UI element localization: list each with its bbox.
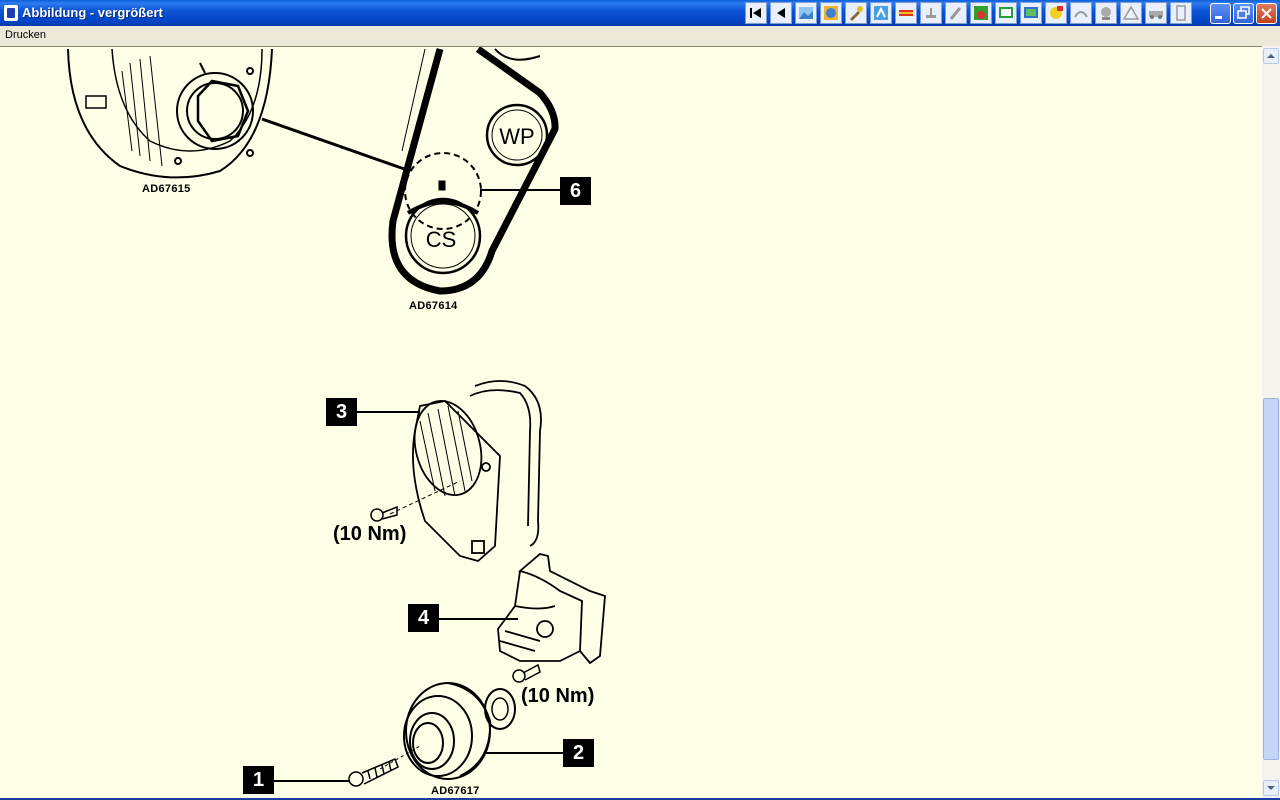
gray-car-icon[interactable]	[1145, 2, 1167, 24]
crankshaft-label: CS	[426, 227, 457, 252]
bracket-bolt-drawing	[512, 663, 541, 683]
previous-page-icon[interactable]	[770, 2, 792, 24]
callout-6: 6	[560, 177, 591, 205]
people-icon[interactable]	[970, 2, 992, 24]
cover-torque-label: (10 Nm)	[333, 523, 407, 545]
tools-icon[interactable]	[845, 2, 867, 24]
window-title: Abbildung - vergrößert	[22, 5, 163, 20]
timing-belt-drawing	[388, 47, 560, 295]
screen-icon[interactable]	[995, 2, 1017, 24]
callout-1: 1	[243, 766, 274, 794]
vertical-scrollbar[interactable]	[1262, 46, 1280, 798]
smiley-icon[interactable]	[1045, 2, 1067, 24]
callout-3: 3	[326, 398, 357, 426]
menu-print[interactable]: Drucken	[5, 29, 46, 41]
app-icon	[4, 5, 18, 21]
close-button[interactable]	[1256, 3, 1277, 24]
callout-4: 4	[408, 604, 439, 632]
crankshaft-pulley-drawing	[379, 682, 516, 780]
document-icon[interactable]	[1170, 2, 1192, 24]
image-icon[interactable]	[795, 2, 817, 24]
tuning-icon[interactable]	[1070, 2, 1092, 24]
bracket-drawing	[497, 553, 606, 665]
restore-button[interactable]	[1233, 3, 1254, 24]
cover-bolt-drawing	[370, 505, 398, 522]
first-page-icon[interactable]	[745, 2, 767, 24]
globe-icon[interactable]	[820, 2, 842, 24]
belt-reference: AD67614	[409, 300, 458, 312]
water-pump-label: WP	[499, 124, 534, 149]
pulley-bolt-drawing	[348, 758, 399, 787]
window-bottom-border	[0, 798, 1280, 800]
minimize-button[interactable]	[1210, 3, 1231, 24]
gray-tools-icon[interactable]	[1095, 2, 1117, 24]
parts-reference: AD67617	[431, 785, 480, 797]
camshaft-sprocket-drawing	[67, 48, 273, 179]
bracket-torque-label: (10 Nm)	[521, 685, 595, 707]
brush-icon[interactable]	[945, 2, 967, 24]
callout-2: 2	[563, 739, 594, 767]
title-bar: Abbildung - vergrößert	[0, 0, 1280, 26]
leader-line	[261, 117, 411, 173]
scroll-down-button[interactable]	[1263, 780, 1279, 796]
scroll-thumb[interactable]	[1263, 398, 1279, 760]
scroll-up-button[interactable]	[1263, 48, 1279, 64]
diagnosis-icon[interactable]	[870, 2, 892, 24]
menu-bar: Drucken	[0, 26, 1280, 47]
sprocket-reference: AD67615	[142, 183, 191, 195]
timing-cover-drawing	[389, 380, 542, 562]
wrench-icon[interactable]	[920, 2, 942, 24]
timing-belt-diagram: WP CS	[67, 47, 606, 787]
warning-icon[interactable]	[1120, 2, 1142, 24]
image-viewport: WP CS	[0, 46, 1262, 799]
ruler-icon[interactable]	[895, 2, 917, 24]
screen-settings-icon[interactable]	[1020, 2, 1042, 24]
